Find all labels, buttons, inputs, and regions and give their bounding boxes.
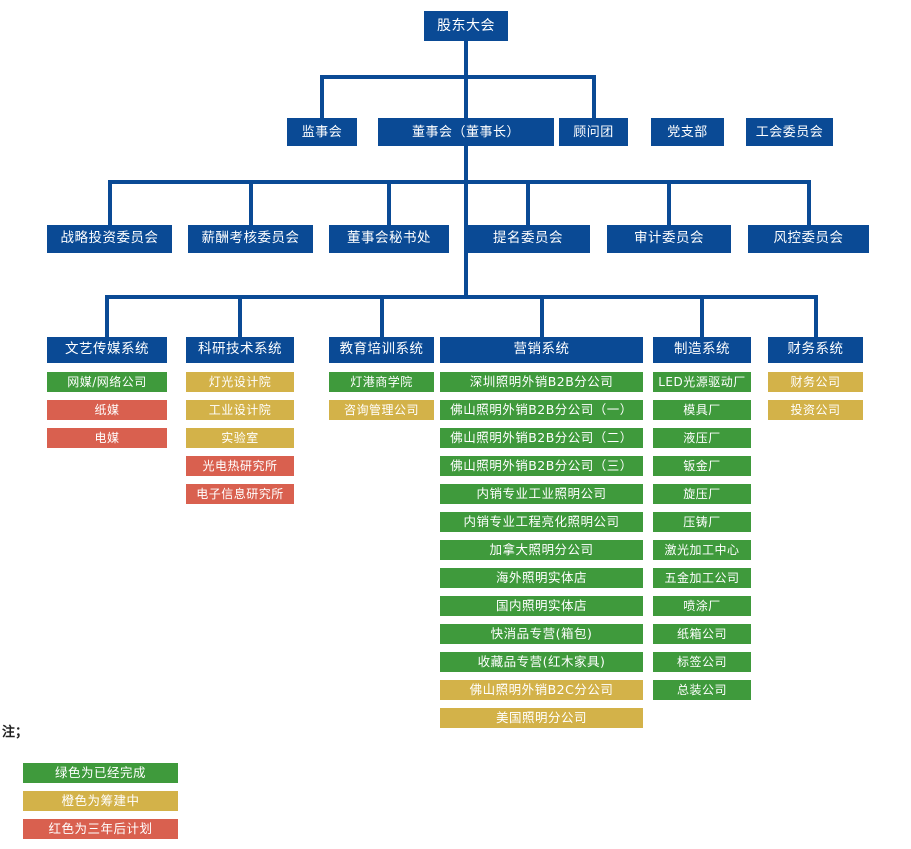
legend-entry-red: 红色为三年后计划: [23, 819, 178, 839]
system-1-item-2[interactable]: 实验室: [186, 428, 294, 448]
connector-systems-drop-1: [238, 295, 242, 337]
node-level2-4[interactable]: 工会委员会: [746, 118, 833, 146]
connector-level2-bus: [320, 75, 596, 79]
system-header-0[interactable]: 文艺传媒系统: [47, 337, 167, 363]
system-1-item-4[interactable]: 电子信息研究所: [186, 484, 294, 504]
system-4-item-7[interactable]: 五金加工公司: [653, 568, 751, 588]
node-level2-2[interactable]: 顾问团: [559, 118, 628, 146]
connector-level3-drop-4: [667, 180, 671, 225]
system-3-item-12[interactable]: 美国照明分公司: [440, 708, 643, 728]
connector-level3-drop-0: [107, 180, 112, 225]
node-shareholders-meeting[interactable]: 股东大会: [424, 11, 508, 41]
node-level3-5[interactable]: 风控委员会: [748, 225, 869, 253]
system-5-item-1[interactable]: 投资公司: [768, 400, 863, 420]
legend-entry-gold: 橙色为筹建中: [23, 791, 178, 811]
system-header-2[interactable]: 教育培训系统: [329, 337, 434, 363]
connector-level2-drop-1: [464, 75, 468, 118]
node-level3-2[interactable]: 董事会秘书处: [329, 225, 449, 253]
system-4-item-9[interactable]: 纸箱公司: [653, 624, 751, 644]
connector-board-trunk-lower: [464, 180, 468, 299]
connector-root-trunk: [464, 41, 468, 79]
system-header-1[interactable]: 科研技术系统: [186, 337, 294, 363]
legend-entry-green: 绿色为已经完成: [23, 763, 178, 783]
system-1-item-3[interactable]: 光电热研究所: [186, 456, 294, 476]
system-3-item-10[interactable]: 收藏品专营(红木家具): [440, 652, 643, 672]
node-level3-4[interactable]: 审计委员会: [607, 225, 731, 253]
system-4-item-2[interactable]: 液压厂: [653, 428, 751, 448]
node-level2-0[interactable]: 监事会: [287, 118, 357, 146]
system-header-4[interactable]: 制造系统: [653, 337, 751, 363]
system-4-item-8[interactable]: 喷涂厂: [653, 596, 751, 616]
system-3-item-7[interactable]: 海外照明实体店: [440, 568, 643, 588]
node-level2-1[interactable]: 董事会（董事长）: [378, 118, 554, 146]
system-3-item-1[interactable]: 佛山照明外销B2B分公司（一）: [440, 400, 643, 420]
system-0-item-2[interactable]: 电媒: [47, 428, 167, 448]
system-2-item-1[interactable]: 咨询管理公司: [329, 400, 434, 420]
legend-note-label: 注；: [2, 725, 29, 740]
system-3-item-4[interactable]: 内销专业工业照明公司: [440, 484, 643, 504]
connector-systems-drop-5: [813, 295, 818, 337]
connector-systems-bus: [105, 295, 818, 299]
system-4-item-5[interactable]: 压铸厂: [653, 512, 751, 532]
connector-level3-drop-5: [806, 180, 811, 225]
system-3-item-2[interactable]: 佛山照明外销B2B分公司（二）: [440, 428, 643, 448]
system-3-item-5[interactable]: 内销专业工程亮化照明公司: [440, 512, 643, 532]
system-4-item-6[interactable]: 激光加工中心: [653, 540, 751, 560]
system-4-item-1[interactable]: 模具厂: [653, 400, 751, 420]
system-3-item-11[interactable]: 佛山照明外销B2C分公司: [440, 680, 643, 700]
system-0-item-0[interactable]: 网媒/网络公司: [47, 372, 167, 392]
system-4-item-4[interactable]: 旋压厂: [653, 484, 751, 504]
connector-board-trunk: [464, 146, 468, 184]
connector-level2-drop-2: [591, 75, 596, 118]
node-level2-3[interactable]: 党支部: [651, 118, 724, 146]
connector-level3-drop-2: [387, 180, 391, 225]
node-level3-3[interactable]: 提名委员会: [466, 225, 590, 253]
connector-level3-drop-3: [526, 180, 530, 225]
system-4-item-3[interactable]: 钣金厂: [653, 456, 751, 476]
connector-level3-drop-1: [248, 180, 253, 225]
connector-systems-drop-0: [105, 295, 109, 337]
system-3-item-6[interactable]: 加拿大照明分公司: [440, 540, 643, 560]
system-3-item-3[interactable]: 佛山照明外销B2B分公司（三）: [440, 456, 643, 476]
connector-level3-bus: [107, 180, 811, 184]
connector-systems-drop-2: [379, 295, 384, 337]
node-level3-0[interactable]: 战略投资委员会: [47, 225, 172, 253]
system-header-5[interactable]: 财务系统: [768, 337, 863, 363]
system-1-item-0[interactable]: 灯光设计院: [186, 372, 294, 392]
system-0-item-1[interactable]: 纸媒: [47, 400, 167, 420]
system-3-item-9[interactable]: 快消品专营(箱包): [440, 624, 643, 644]
connector-systems-drop-3: [539, 295, 544, 337]
system-2-item-0[interactable]: 灯港商学院: [329, 372, 434, 392]
system-header-3[interactable]: 营销系统: [440, 337, 643, 363]
connector-level2-drop-0: [320, 75, 324, 118]
system-4-item-10[interactable]: 标签公司: [653, 652, 751, 672]
connector-systems-drop-4: [700, 295, 704, 337]
node-level3-1[interactable]: 薪酬考核委员会: [188, 225, 313, 253]
system-1-item-1[interactable]: 工业设计院: [186, 400, 294, 420]
system-4-item-11[interactable]: 总装公司: [653, 680, 751, 700]
system-5-item-0[interactable]: 财务公司: [768, 372, 863, 392]
system-4-item-0[interactable]: LED光源驱动厂: [653, 372, 751, 392]
system-3-item-0[interactable]: 深圳照明外销B2B分公司: [440, 372, 643, 392]
system-3-item-8[interactable]: 国内照明实体店: [440, 596, 643, 616]
